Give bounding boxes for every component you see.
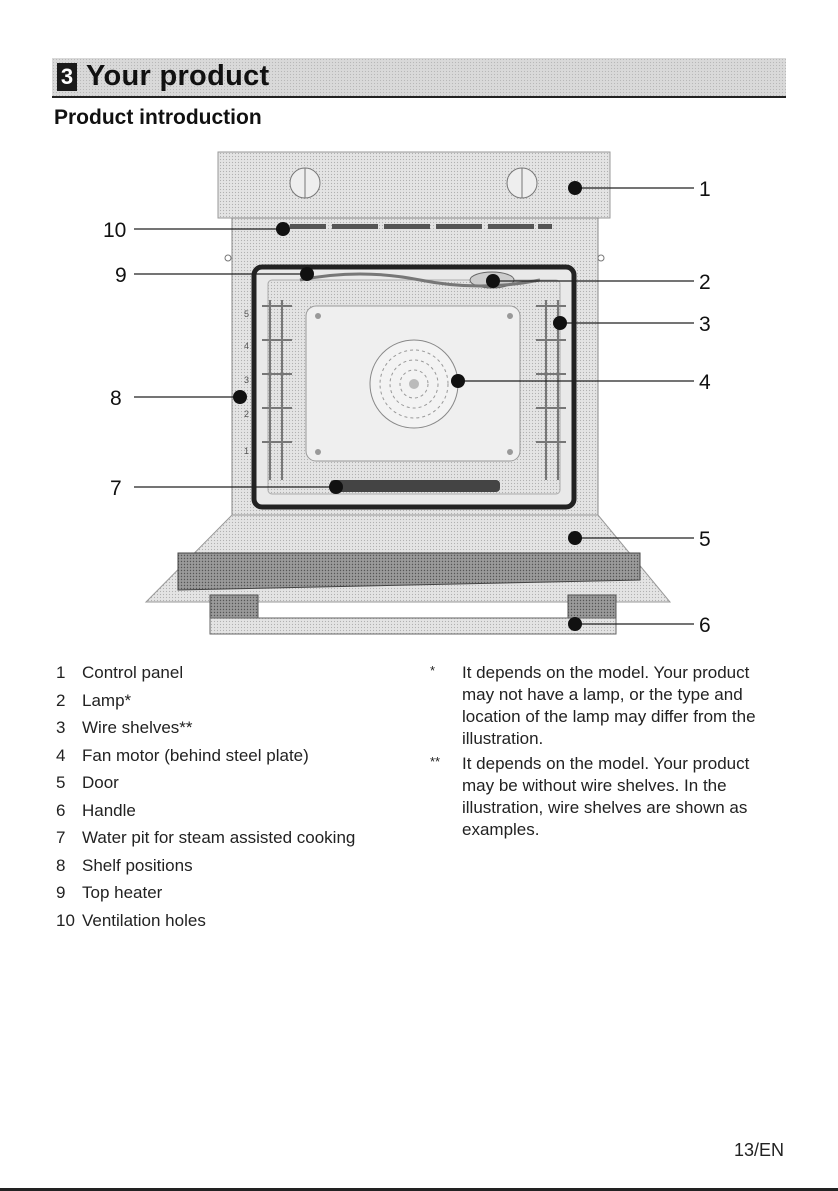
oven-illustration: 5 4 3 2 1 [0,140,838,640]
callout-numbers: 1 2 3 4 5 6 7 8 9 10 [103,178,711,637]
callout-2: 2 [699,271,711,294]
callout-4: 4 [699,371,711,394]
water-pit [330,480,500,492]
svg-text:3: 3 [244,375,249,385]
callout-6: 6 [699,614,711,637]
shelf-position-numbers: 5 4 3 2 1 [244,309,249,456]
control-panel [217,151,611,219]
section-title: Your product [86,60,270,92]
bottom-rule [0,1188,838,1191]
page-number: 13/EN [733,1140,784,1160]
fan-icon [369,339,459,429]
section-header: 3 Your product [52,58,786,98]
callout-9: 9 [115,264,127,287]
callout-10: 10 [103,219,126,242]
top-heater [299,272,541,288]
door-handle-bar [209,617,617,635]
section-number: 3 [57,63,77,91]
svg-text:1: 1 [244,446,249,456]
footnote: *It depends on the model. Your product m… [430,663,756,748]
callout-8: 8 [110,387,122,410]
footnote: **It depends on the model. Your product … [430,754,750,839]
callout-5: 5 [699,528,711,551]
svg-text:2: 2 [244,409,249,419]
footnotes: *It depends on the model. Your product m… [430,662,770,844]
callout-3: 3 [699,313,711,336]
svg-text:5: 5 [244,309,249,319]
page-subtitle: Product introduction [54,106,262,129]
callout-7: 7 [110,477,122,500]
wire-shelves [262,300,566,480]
ventilation-slots [290,224,552,229]
svg-text:4: 4 [244,341,249,351]
callout-1: 1 [699,178,711,201]
oven-diagram: 5 4 3 2 1 [103,151,711,637]
